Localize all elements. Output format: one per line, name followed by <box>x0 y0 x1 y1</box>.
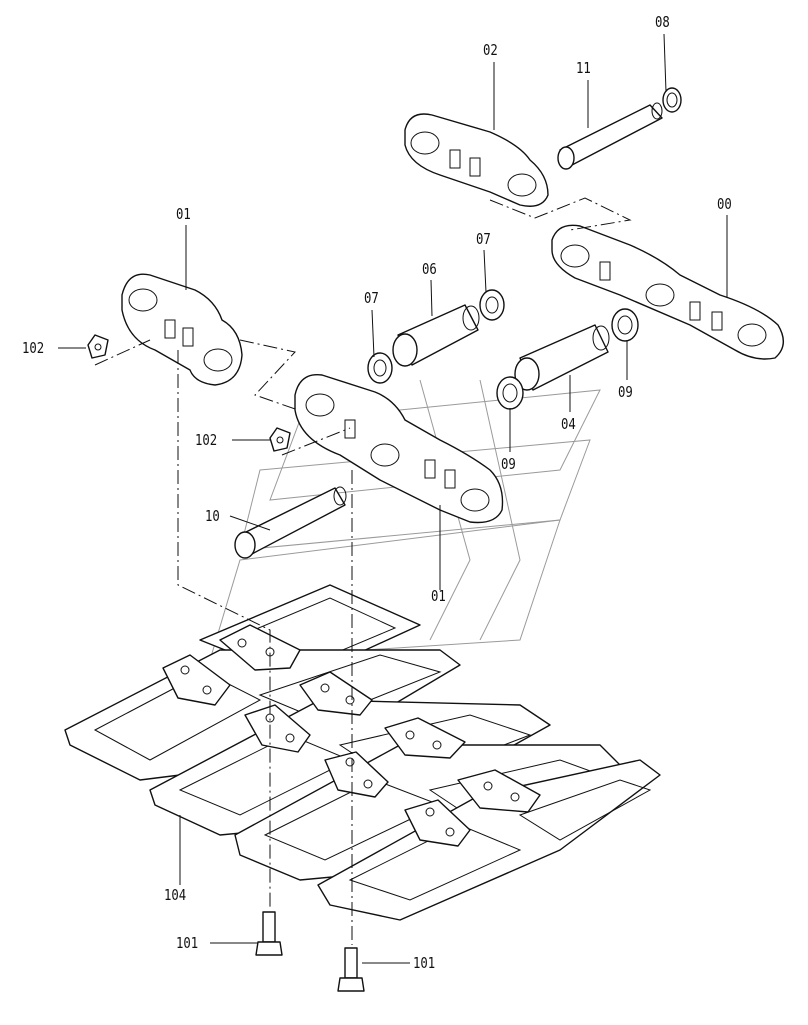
part-label-102-upper: 102 <box>22 339 45 357</box>
bushing-06 <box>392 304 480 367</box>
track-pin <box>234 486 347 559</box>
part-label-11: 11 <box>576 59 591 77</box>
part-label-04: 04 <box>561 415 576 433</box>
seal-09-left <box>496 376 524 410</box>
assembly-centerlines <box>94 197 632 945</box>
part-label-07-left: 07 <box>364 289 379 307</box>
part-label-06: 06 <box>422 260 437 278</box>
part-label-00: 00 <box>717 195 732 213</box>
track-shoe-plates <box>64 584 661 921</box>
part-label-01-upper: 01 <box>176 205 191 223</box>
seal-07-right <box>479 289 505 321</box>
part-label-07-right: 07 <box>476 230 491 248</box>
part-label-102-lower: 102 <box>195 431 218 449</box>
part-label-104: 104 <box>164 886 187 904</box>
seal-07-left <box>367 352 393 384</box>
track-link-assembly <box>551 224 784 360</box>
part-label-101-left: 101 <box>176 934 199 952</box>
part-label-02: 02 <box>483 41 498 59</box>
shoe-bolt-left <box>255 911 283 956</box>
shoe-nut-upper <box>87 334 109 359</box>
part-label-08: 08 <box>655 13 670 31</box>
part-label-09-left: 09 <box>501 455 516 473</box>
master-pin <box>557 102 663 170</box>
part-label-10: 10 <box>205 507 220 525</box>
snap-ring <box>662 87 682 113</box>
seal-09-right <box>611 308 639 342</box>
track-link-left <box>121 273 243 386</box>
shoe-bolt-right <box>337 947 365 992</box>
bushing-04 <box>514 324 610 391</box>
track-link-upper <box>404 113 549 207</box>
track-link-center <box>294 373 504 524</box>
leader-lines <box>58 33 728 964</box>
part-label-101-right: 101 <box>413 954 436 972</box>
part-label-01-lower: 01 <box>431 587 446 605</box>
part-label-09-right: 09 <box>618 383 633 401</box>
shoe-nut-lower <box>269 427 291 452</box>
